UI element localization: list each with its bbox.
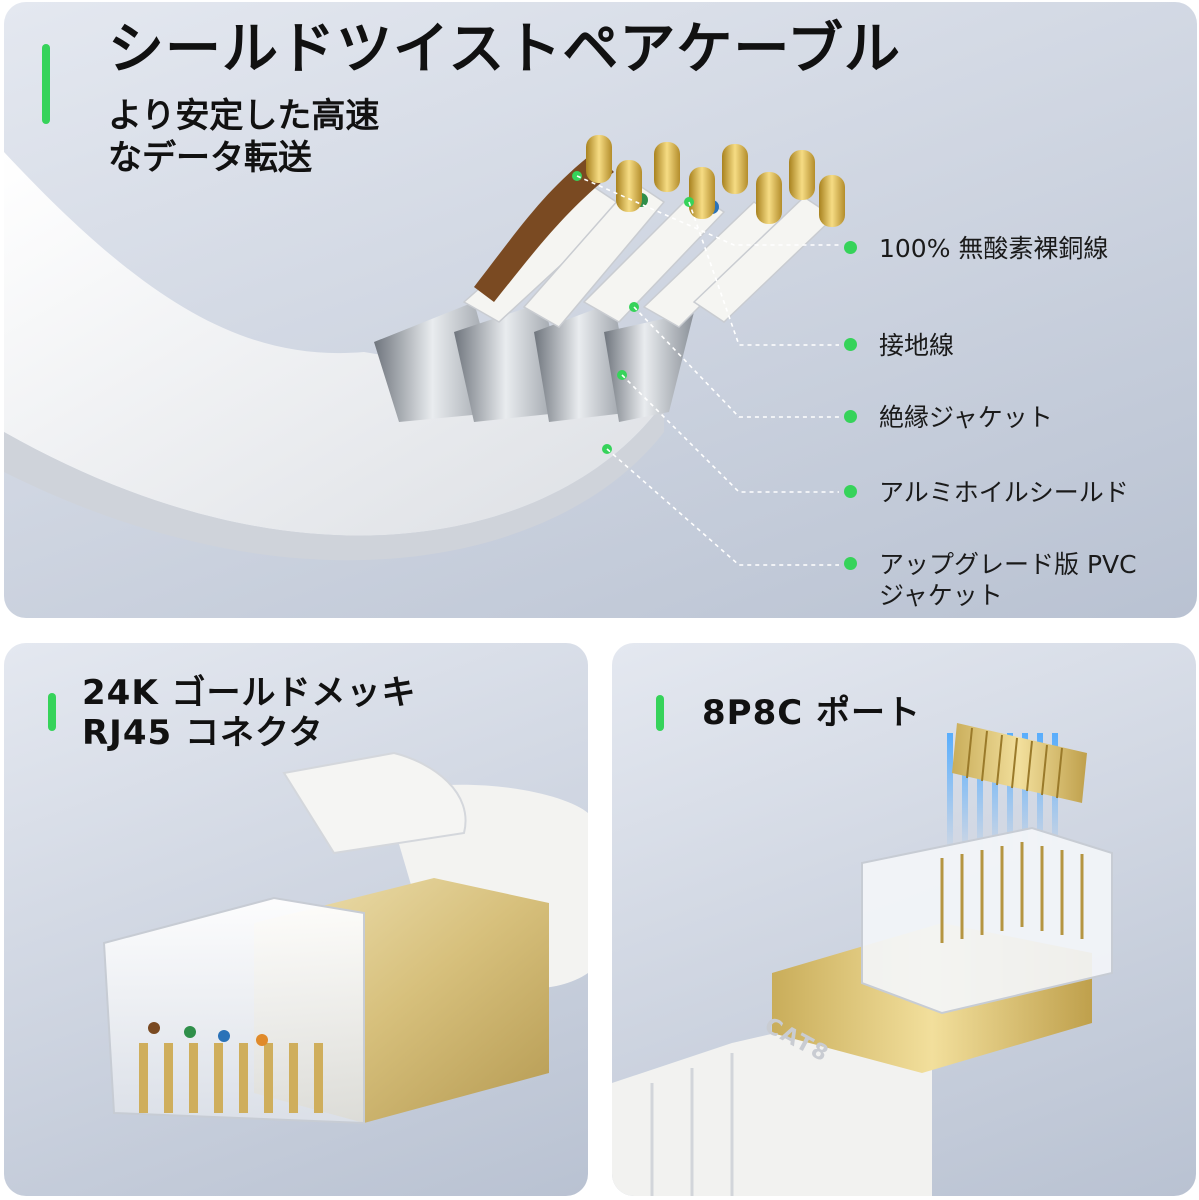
foil-shielded-pairs: [374, 302, 694, 422]
callout-dot: [844, 241, 857, 254]
callout-dot: [844, 410, 857, 423]
callout-dot: [844, 557, 857, 570]
title-accent-bar: [42, 44, 50, 124]
gold-plated-connector-panel: 24K ゴールドメッキ RJ45 コネクタ: [4, 643, 588, 1196]
cable-structure-panel: シールドツイストペアケーブル より安定した高速 なデータ転送 100% 無酸素裸…: [4, 2, 1197, 618]
callout-pvc-jacket: アップグレード版 PVC ジャケット: [844, 550, 1137, 611]
floating-contact-pins: [966, 727, 1063, 799]
title-accent-bar: [48, 693, 56, 731]
callout-label: 接地線: [879, 331, 955, 360]
callout-label: アルミホイルシールド: [879, 478, 1129, 507]
callout-copper-wire: 100% 無酸素裸銅線: [844, 234, 1108, 265]
callout-dot: [844, 485, 857, 498]
clear-plug-body: [861, 826, 1113, 1015]
rj45-connector-illustration: [102, 751, 588, 1125]
8p8c-connector-illustration: [612, 723, 1113, 1196]
connector-title-line2: RJ45 コネクタ: [82, 713, 324, 753]
page-subtitle-line1: より安定した高速: [108, 96, 380, 136]
boot-ridges: [650, 1053, 734, 1196]
callout-dot: [844, 338, 857, 351]
title-accent-bar: [656, 695, 664, 731]
port-title: 8P8C ポート: [702, 693, 922, 733]
8p8c-port-panel: 8P8C ポート CAT8: [612, 643, 1196, 1196]
page-subtitle-line2: なデータ転送: [108, 138, 312, 178]
latch-clip: [282, 751, 467, 855]
plug-contacts: [940, 842, 1084, 943]
wire-color-dots: [148, 1022, 268, 1046]
callout-label: 100% 無酸素裸銅線: [879, 234, 1109, 263]
cable-cross-section-illustration: [4, 135, 845, 566]
cable-body-shadow: [4, 402, 664, 561]
gold-conductor-tips: [586, 135, 845, 227]
connector-title-line1: 24K ゴールドメッキ: [82, 673, 417, 713]
gold-contacts: [139, 1043, 323, 1113]
callout-label: 絶縁ジャケット: [879, 403, 1053, 432]
callout-label: アップグレード版 PVC ジャケット: [879, 550, 1137, 610]
callout-insulation-jacket: 絶縁ジャケット: [844, 403, 1053, 434]
outer-cable-body: [4, 152, 664, 536]
leader-lines: [576, 175, 839, 566]
callout-aluminum-foil-shield: アルミホイルシールド: [844, 478, 1129, 509]
callout-ground-wire: 接地線: [844, 331, 954, 362]
page-title: シールドツイストペアケーブル: [108, 17, 901, 82]
brown-twisted-wire: [474, 152, 614, 302]
